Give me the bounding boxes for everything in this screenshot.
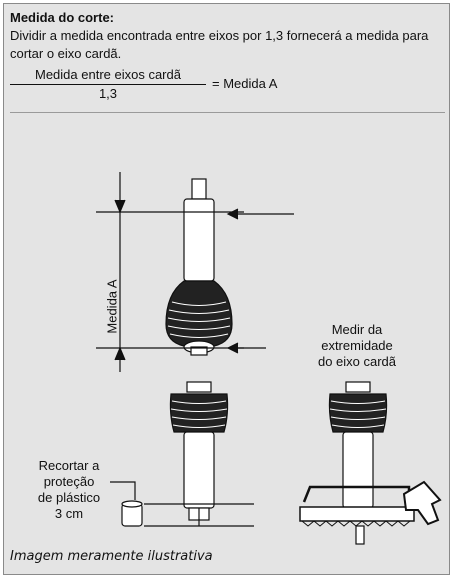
section-heading: Medida do corte: (10, 10, 115, 25)
footer-note: Imagem meramente ilustrativa (10, 549, 213, 564)
recortar-line-1: Recortar a (38, 458, 100, 473)
formula-result: = Medida A (212, 76, 278, 91)
instruction-card: Medida do corte: Dividir a medida encont… (3, 3, 450, 575)
recortar-line-2: proteção (43, 474, 95, 489)
cardan-shaft-illustration (96, 172, 442, 545)
recortar-line-4: 3 cm (54, 506, 84, 521)
formula-numerator: Medida entre eixos cardã (35, 67, 181, 82)
formula-denominator: 1,3 (98, 86, 118, 101)
medir-line-2: extremidade (321, 338, 393, 353)
recortar-line-3: de plástico (37, 490, 101, 505)
intro-paragraph: Dividir a medida encontrada entre eixos … (10, 28, 429, 61)
medir-line-1: Medir da (331, 322, 383, 337)
recortar-label: Recortar a proteção de plástico 3 cm (24, 458, 114, 522)
medir-line-3: do eixo cardã (317, 354, 397, 369)
medida-a-label: Medida A (104, 279, 120, 334)
formula-fraction-bar (10, 84, 206, 85)
section-divider (10, 112, 445, 113)
medir-label: Medir da extremidade do eixo cardã (302, 322, 412, 370)
